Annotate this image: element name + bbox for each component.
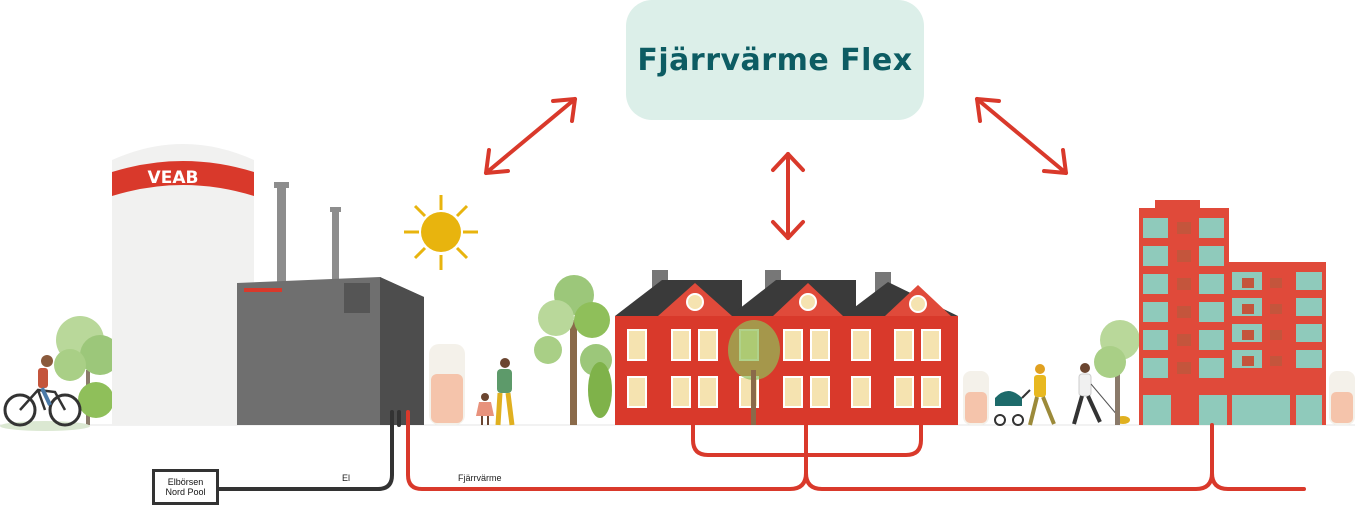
arrow-left-diagonal [484, 97, 577, 175]
district-heating-label: Fjärrvärme [458, 473, 502, 483]
electricity-line [217, 410, 401, 491]
hot-water-tank-mid [963, 371, 989, 425]
row-houses [615, 270, 958, 425]
electricity-label: El [342, 473, 350, 483]
cyclist-figure [0, 355, 90, 431]
sun-icon [404, 195, 478, 270]
fjarrvarme-flex-box: Fjärrvärme Flex [626, 0, 924, 120]
hot-water-tank-left [429, 344, 465, 425]
diagram-title: Fjärrvärme Flex [637, 42, 913, 78]
tree-group-middle [534, 275, 612, 425]
tank-brand-label: VEAB [148, 168, 199, 188]
nord-pool-line2: Nord Pool [165, 487, 206, 497]
arrow-right-diagonal [975, 97, 1068, 175]
apartment-buildings [1139, 200, 1326, 425]
power-plant [237, 182, 424, 425]
pedestrians [994, 363, 1130, 426]
storage-tank: VEAB [112, 144, 254, 425]
nord-pool-box: Elbörsen Nord Pool [152, 469, 219, 505]
family-figures [476, 358, 515, 426]
nord-pool-line1: Elbörsen [167, 477, 204, 487]
district-heating-network [406, 410, 1306, 491]
tree-left [54, 316, 120, 425]
tree-right [1094, 320, 1140, 425]
arrow-vertical [771, 152, 805, 240]
hot-water-tank-right [1329, 371, 1355, 425]
